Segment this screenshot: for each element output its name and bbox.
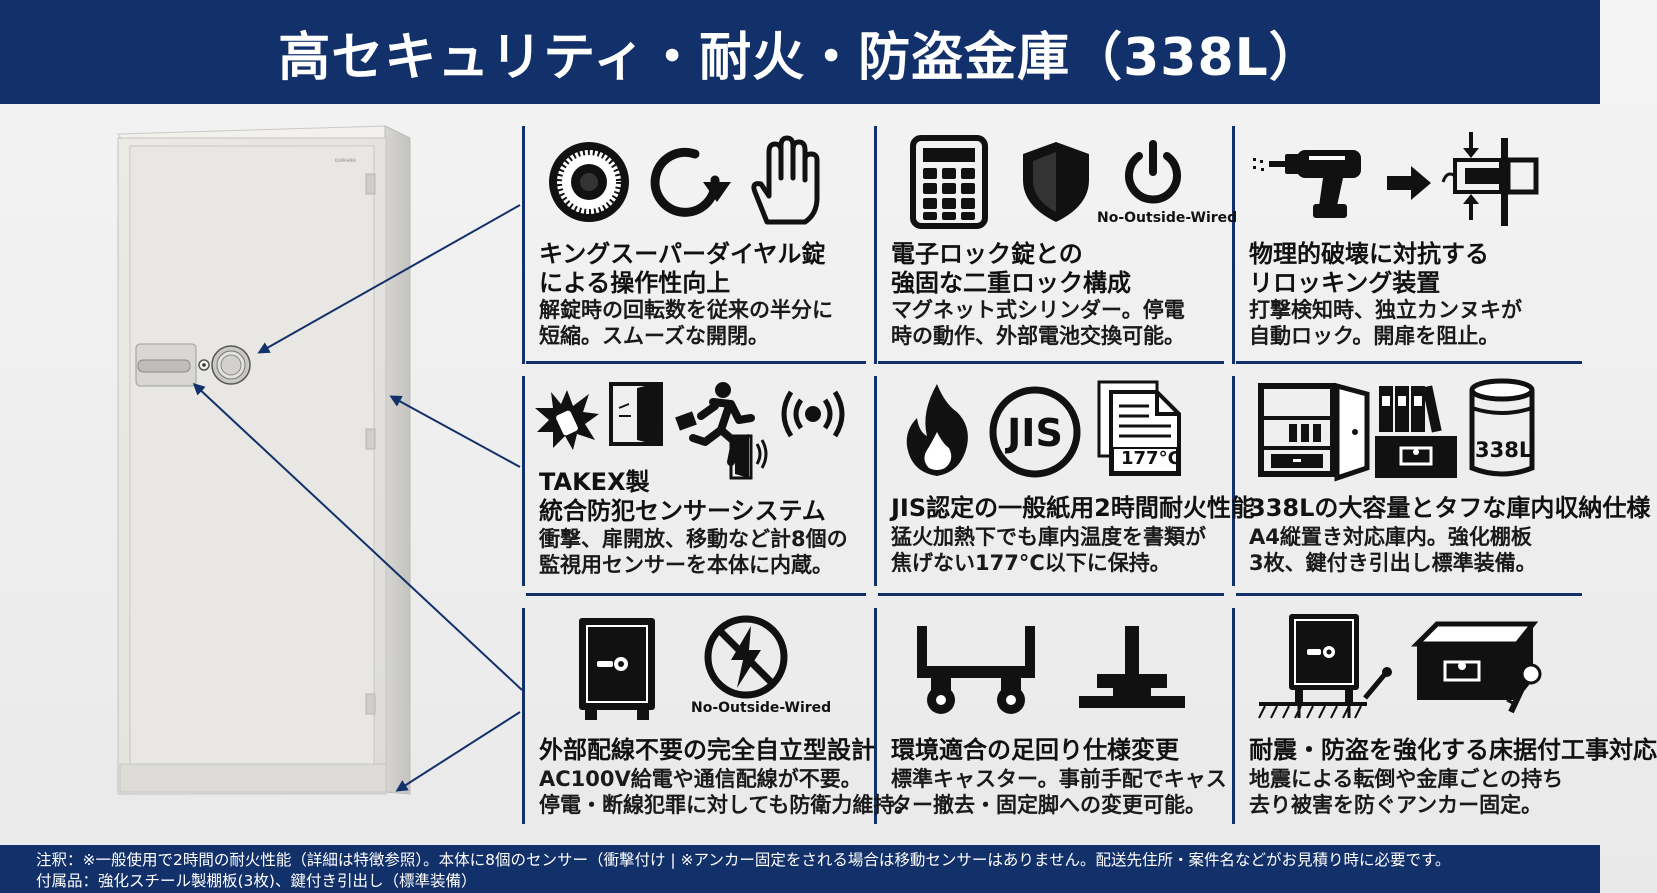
cylinder-icon: [1469, 378, 1535, 477]
divider: [878, 361, 1224, 364]
feature-title: TAKEX製: [539, 468, 650, 496]
feature-description: 衝撃、扉開放、移動など計8個の: [539, 527, 848, 551]
safe-illustration: KUMAHIRA: [0, 104, 520, 845]
divider: [1236, 593, 1582, 596]
temperature-label: 177°C: [1121, 448, 1181, 469]
divider: [526, 361, 866, 364]
feature-sensor-system: TAKEX製 統合防犯センサーシステム 衝撃、扉開放、移動など計8個の 監視用セ…: [525, 376, 873, 591]
feature-description: 停電・断線犯罪に対しても防衛力維持。: [539, 793, 916, 817]
safe-image: KUMAHIRA: [117, 125, 411, 795]
drill-icon: [1253, 150, 1361, 218]
page-header: 高セキュリティ・耐火・防盗金庫（338L）: [0, 0, 1600, 104]
feature-dial-lock: キングスーパーダイヤル錠 による操作性向上 解錠時の回転数を従来の半分に 短縮。…: [525, 126, 873, 361]
document-icon: [1097, 380, 1181, 476]
power-icon: [1125, 140, 1181, 204]
feature-title: 電子ロック錠との: [891, 240, 1083, 268]
locked-drawer-icon: [1410, 621, 1542, 714]
page-title: 高セキュリティ・耐火・防盗金庫（338L）: [278, 27, 1322, 88]
feature-description: 監視用センサーを本体に内蔵。: [539, 553, 833, 577]
anchored-safe-icon: [1258, 614, 1392, 719]
feature-title: による操作性向上: [539, 269, 731, 297]
shield-icon: [1023, 142, 1089, 222]
feature-description: AC100V給電や通信配線が不要。: [539, 767, 862, 791]
right-arrow-icon: [1387, 166, 1431, 200]
footer-accessories-line: 付属品：強化スチール製棚板(3枚)、鍵付き引出し（標準装備）: [36, 872, 477, 890]
caster-icon: [917, 626, 1035, 714]
feature-description: 焦げない177°C以下に保持。: [891, 551, 1171, 575]
binders-icon: [1375, 385, 1457, 478]
impact-icon: [535, 390, 599, 450]
feature-title: 物理的破壊に対抗する: [1249, 240, 1489, 268]
no-power-icon: [704, 615, 788, 699]
feature-description: 時の動作、外部電池交換可能。: [891, 324, 1185, 348]
feature-electronic-lock: No-Outside-Wired 電子ロック錠との 強固な二重ロック構成 マグネ…: [877, 126, 1237, 361]
open-safe-icon: [1258, 382, 1370, 482]
small-safe-icon: [579, 618, 655, 720]
divider: [874, 608, 877, 824]
feature-description: 地震による転倒や金庫ごとの持ち: [1249, 767, 1564, 791]
feature-description: 去り被害を防ぐアンカー固定。: [1249, 793, 1543, 817]
divider: [526, 593, 866, 596]
feature-description: ター撤去・固定脚への変更可能。: [891, 793, 1206, 817]
feature-description: 3枚、鍵付き引出し標準装備。: [1249, 551, 1537, 575]
feature-title: キングスーパーダイヤル錠: [539, 240, 826, 268]
capacity-label: 338L: [1475, 438, 1533, 462]
feature-description: 猛火加熱下でも庫内温度を書類が: [891, 525, 1206, 549]
rotate-arrow-icon: [650, 147, 731, 217]
divider: [1232, 126, 1235, 364]
hand-icon: [751, 135, 820, 225]
wire-tag: No-Outside-Wired: [1097, 210, 1238, 226]
divider: [1232, 608, 1235, 824]
footer-note-line: 注釈：※一般使用で2時間の耐火性能（詳細は特徴参照）。本体に8個のセンサー（衝撃…: [36, 851, 1451, 869]
divider: [522, 608, 525, 824]
feature-description: 打撃検知時、独立カンヌキが: [1249, 298, 1522, 322]
jis-mark-icon: JIS: [989, 386, 1081, 478]
divider: [522, 376, 525, 586]
feature-title: 338Lの大容量とタフな庫内収納仕様: [1249, 494, 1651, 522]
feature-title: 耐震・防盗を強化する床据付工事対応: [1249, 736, 1657, 764]
feature-title: 強固な二重ロック構成: [891, 269, 1131, 297]
flame-icon: [906, 384, 968, 476]
feature-title: 環境適合の足回り仕様変更: [891, 736, 1179, 764]
feature-title: JIS認定の一般紙用2時間耐火性能: [891, 494, 1255, 522]
vibration-icon: [781, 390, 845, 438]
divider: [1236, 361, 1582, 364]
fixed-leg-icon: [1079, 626, 1185, 708]
feature-description: 短縮。スムーズな開閉。: [539, 324, 769, 348]
feature-title: 統合防犯センサーシステム: [539, 497, 826, 525]
footer-notes: 注釈：※一般使用で2時間の耐火性能（詳細は特徴参照）。本体に8個のセンサー（衝撃…: [0, 845, 1600, 893]
feature-description: マグネット式シリンダー。停電: [891, 298, 1185, 322]
safe-brand-label: KUMAHIRA: [335, 158, 356, 163]
feature-anchor: 耐震・防盗を強化する床据付工事対応 地震による転倒や金庫ごとの持ち 去り被害を防…: [1235, 608, 1657, 828]
feature-description: 標準キャスター。事前手配でキャス: [891, 767, 1227, 791]
feature-description: 自動ロック。開扉を阻止。: [1249, 324, 1500, 348]
feature-casters: 環境適合の足回り仕様変更 標準キャスター。事前手配でキャス ター撤去・固定脚への…: [877, 608, 1231, 828]
svg-text:JIS: JIS: [1004, 411, 1063, 455]
keypad-icon: [910, 135, 988, 229]
dial-lock-icon: [549, 142, 629, 222]
feature-relocking: 物理的破壊に対抗する リロッキング装置 打撃検知時、独立カンヌキが 自動ロック。…: [1235, 126, 1589, 361]
feature-description: 解錠時の回転数を従来の半分に: [539, 298, 833, 322]
feature-title: 外部配線不要の完全自立型設計: [539, 736, 875, 764]
divider: [522, 126, 525, 364]
relock-bolt-icon: [1441, 132, 1539, 226]
divider: [1232, 376, 1235, 586]
running-person-icon: [675, 382, 768, 480]
feature-title: リロッキング装置: [1249, 269, 1441, 297]
divider: [874, 376, 877, 586]
wire-tag: No-Outside-Wired: [691, 700, 832, 716]
feature-description: A4縦置き対応庫内。強化棚板: [1249, 525, 1532, 549]
divider: [878, 593, 1224, 596]
feature-fire-resistance: JIS 177°C JIS認定の一般紙用2時間耐火性能 猛火加熱下でも庫内温度を…: [877, 376, 1255, 591]
feature-capacity: 338L 338Lの大容量とタフな庫内収納仕様 A4縦置き対応庫内。強化棚板 3…: [1235, 376, 1650, 591]
door-open-icon: [609, 382, 663, 446]
feature-standalone: No-Outside-Wired 外部配線不要の完全自立型設計 AC100V給電…: [525, 608, 915, 828]
divider: [874, 126, 877, 364]
